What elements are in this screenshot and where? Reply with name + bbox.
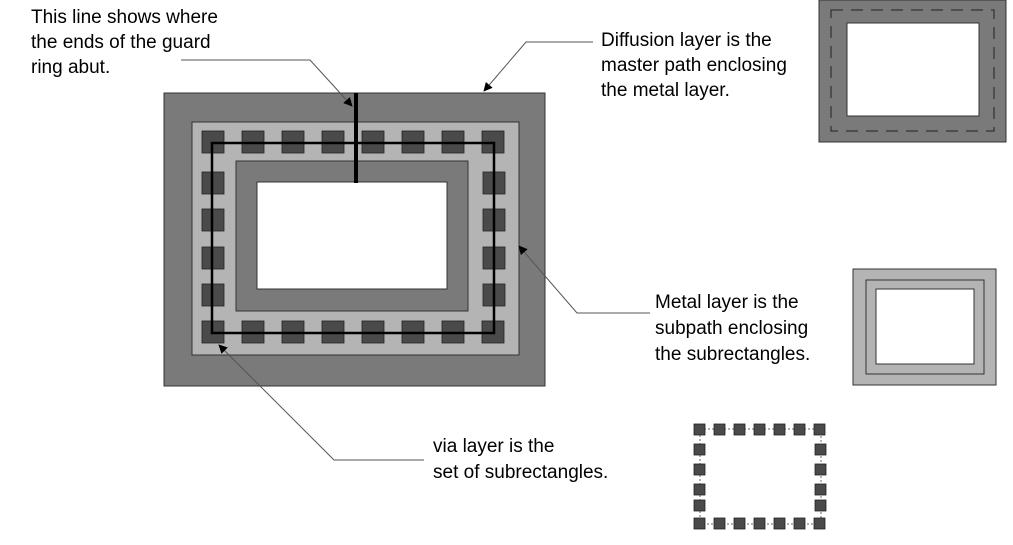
via-subrectangle <box>713 423 726 436</box>
via-subrectangle <box>693 517 706 530</box>
guard-line-leader <box>181 59 353 107</box>
via-subrectangle <box>693 483 706 496</box>
via-subrectangle <box>693 499 706 512</box>
via-subrectangle <box>814 443 827 456</box>
via-subrectangle <box>814 499 827 512</box>
metal-legend-subpath <box>865 279 985 375</box>
guard-line-label: This line shows where the ends of the gu… <box>31 7 223 78</box>
diffusion-layer-legend <box>818 0 1007 143</box>
metal-layer-label: Metal layer is the subpath enclosing the… <box>655 292 813 365</box>
via-subrectangle <box>813 517 826 530</box>
via-subrectangle <box>773 423 786 436</box>
via-subrectangle <box>814 483 827 496</box>
metal-leader <box>518 245 650 314</box>
via-layer-legend <box>693 423 827 530</box>
via-subrectangle <box>753 517 766 530</box>
via-legend-subrectangles <box>693 423 827 530</box>
via-legend-dotted-path <box>699 428 822 525</box>
diffusion-leader <box>483 41 593 92</box>
metal-layer-legend <box>852 268 997 386</box>
diffusion-layer-label: Diffusion layer is the master path enclo… <box>601 30 792 101</box>
via-subrectangle <box>793 423 806 436</box>
main-guard-ring <box>163 92 546 387</box>
leader-lines <box>181 41 650 461</box>
via-subrectangle <box>713 517 726 530</box>
via-subrectangle <box>813 423 826 436</box>
via-subrectangle <box>693 463 706 476</box>
metal-legend-opening <box>875 288 975 365</box>
guard-ring-center-path <box>210 141 496 335</box>
diffusion-legend-opening <box>846 22 980 117</box>
guard-ring-center-opening <box>256 181 448 290</box>
diffusion-legend-dashed-path <box>830 9 995 132</box>
via-subrectangle <box>773 517 786 530</box>
via-subrectangle <box>753 423 766 436</box>
via-subrectangle <box>733 423 746 436</box>
via-subrectangle <box>793 517 806 530</box>
via-subrectangle <box>733 517 746 530</box>
via-layer-label: via layer is the set of subrectangles. <box>433 436 608 483</box>
via-subrectangle <box>693 423 706 436</box>
via-subrectangle <box>814 463 827 476</box>
via-leader <box>218 344 424 461</box>
via-subrectangle <box>693 443 706 456</box>
